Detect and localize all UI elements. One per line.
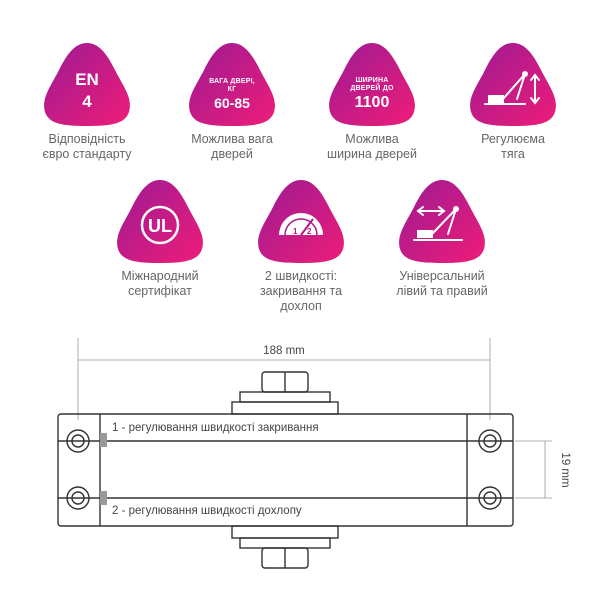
svg-text:UL: UL <box>148 216 172 236</box>
mount-hole-top-left <box>66 429 90 453</box>
width-label: 188 mm <box>263 345 305 357</box>
closer-body <box>57 413 514 527</box>
en4-line1: EN <box>75 70 99 89</box>
width-small1: ШИРИНА <box>355 77 389 84</box>
mount-hole-bottom-left <box>66 486 90 510</box>
valve-1 <box>100 433 107 447</box>
width-badge: ШИРИНА ДВЕРЕЙ ДО 1100 <box>326 40 418 126</box>
mount-hole-top-right <box>478 429 502 453</box>
universal-arm-icon <box>413 206 463 241</box>
universal-badge <box>396 177 488 263</box>
gauge-label-1: 1 <box>293 227 298 236</box>
height-label: 19 mm <box>559 452 571 487</box>
weight-badge: ВАГА ДВЕРІ, КГ 60-85 <box>186 40 278 126</box>
label-latch-speed: 2 - регулювання швидкості дохлопу <box>112 505 302 517</box>
label-closing-speed: 1 - регулювання швидкості закривання <box>112 422 319 434</box>
speeds-badge: 1 2 <box>255 177 347 263</box>
en4-line2: 4 <box>82 92 92 111</box>
width-small2: ДВЕРЕЙ ДО <box>350 85 394 92</box>
en4-badge: EN 4 <box>41 40 133 126</box>
adjustable-arm-icon <box>484 71 540 105</box>
mount-hole-bottom-right <box>478 486 502 510</box>
weight-value: 60-85 <box>214 95 250 111</box>
valve-2 <box>100 491 107 505</box>
ul-badge: UL <box>114 177 206 263</box>
width-value: 1100 <box>354 94 390 111</box>
weight-small1: ВАГА ДВЕРІ, <box>209 78 255 85</box>
gauge-label-2: 2 <box>307 227 312 236</box>
thrust-badge <box>467 40 559 126</box>
weight-small2: КГ <box>227 86 237 93</box>
ul-certificate-icon: UL <box>140 205 180 245</box>
speed-gauge-icon: 1 2 <box>279 213 323 236</box>
